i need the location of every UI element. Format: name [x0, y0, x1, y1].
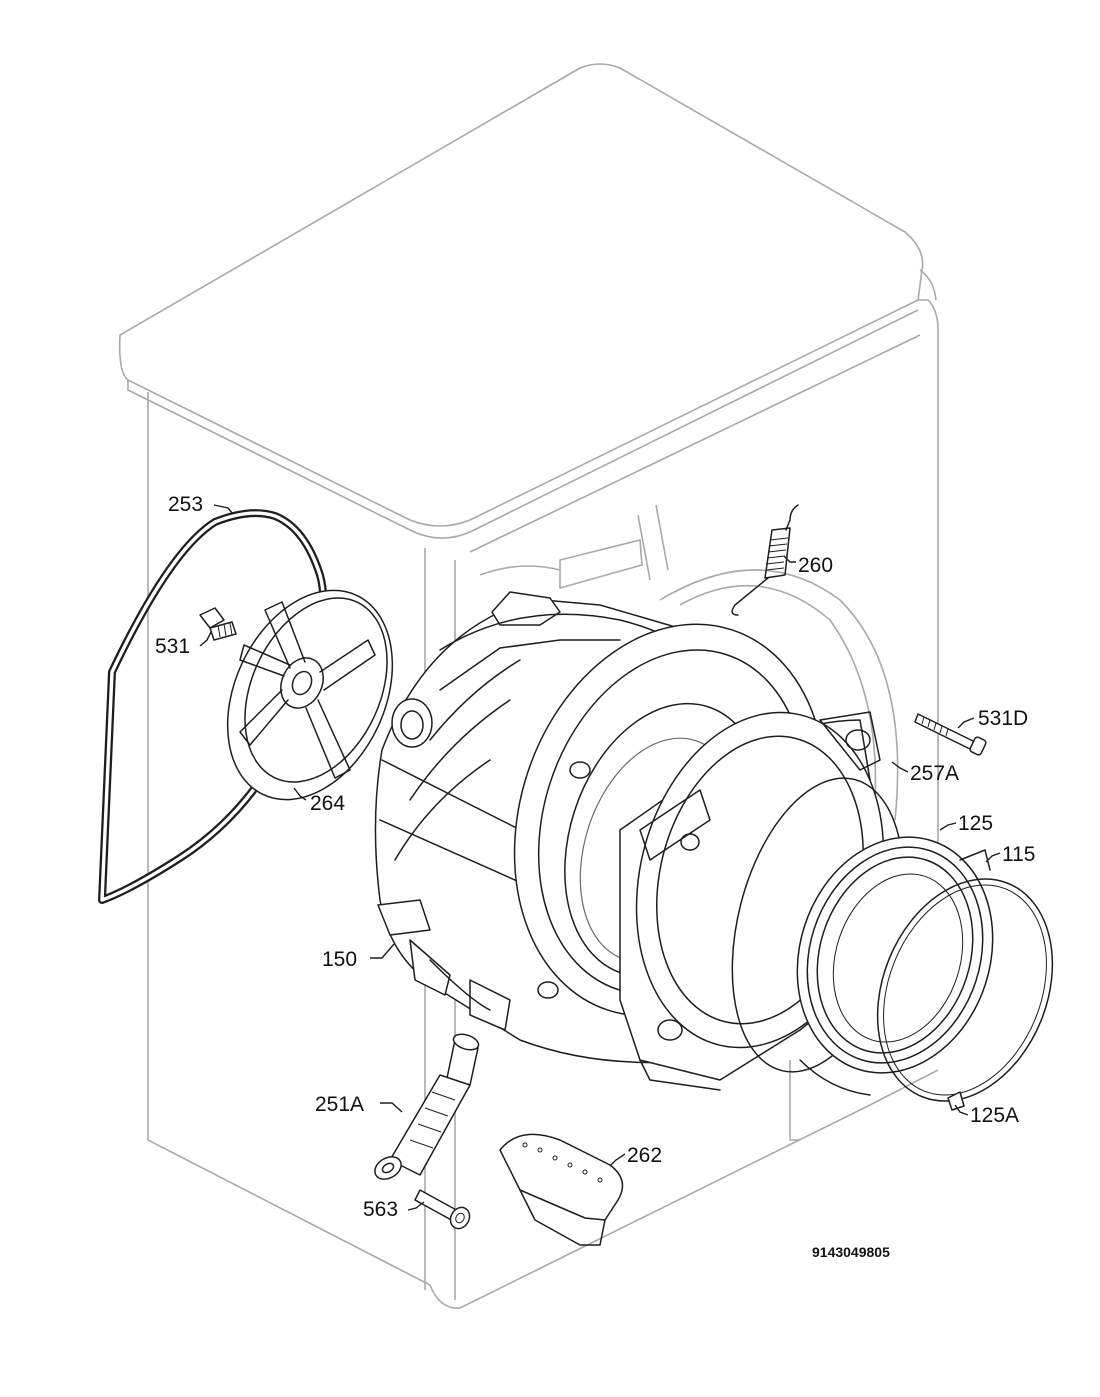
label-125: 125 [958, 812, 993, 835]
drum-pulley [226, 589, 394, 801]
inner-clamp-ring [876, 878, 1054, 1111]
label-253: 253 [168, 493, 203, 516]
label-262: 262 [627, 1144, 662, 1167]
label-257a: 257A [910, 762, 959, 785]
label-531: 531 [155, 635, 190, 658]
drum-paddle [499, 1133, 624, 1246]
label-125a: 125A [970, 1104, 1019, 1127]
label-260: 260 [798, 554, 833, 577]
label-150: 150 [322, 948, 357, 971]
part-labels: 253 531 264 260 531D 257A 125 115 150 25… [155, 493, 1035, 1260]
drum-bolt [914, 713, 987, 756]
door-seal [796, 836, 994, 1096]
leader-lines [199, 504, 1001, 1211]
tub-spring [731, 504, 799, 616]
shock-absorber [374, 1033, 480, 1180]
cabinet-outline [118, 63, 939, 1309]
label-563: 563 [363, 1198, 398, 1221]
label-531d: 531D [978, 707, 1028, 730]
label-115: 115 [1002, 843, 1035, 866]
label-264: 264 [310, 792, 345, 815]
fixing-pin [414, 1189, 471, 1230]
pulley-screw [199, 607, 237, 641]
diagram-code: 9143049805 [812, 1244, 890, 1260]
label-251a: 251A [315, 1093, 364, 1116]
